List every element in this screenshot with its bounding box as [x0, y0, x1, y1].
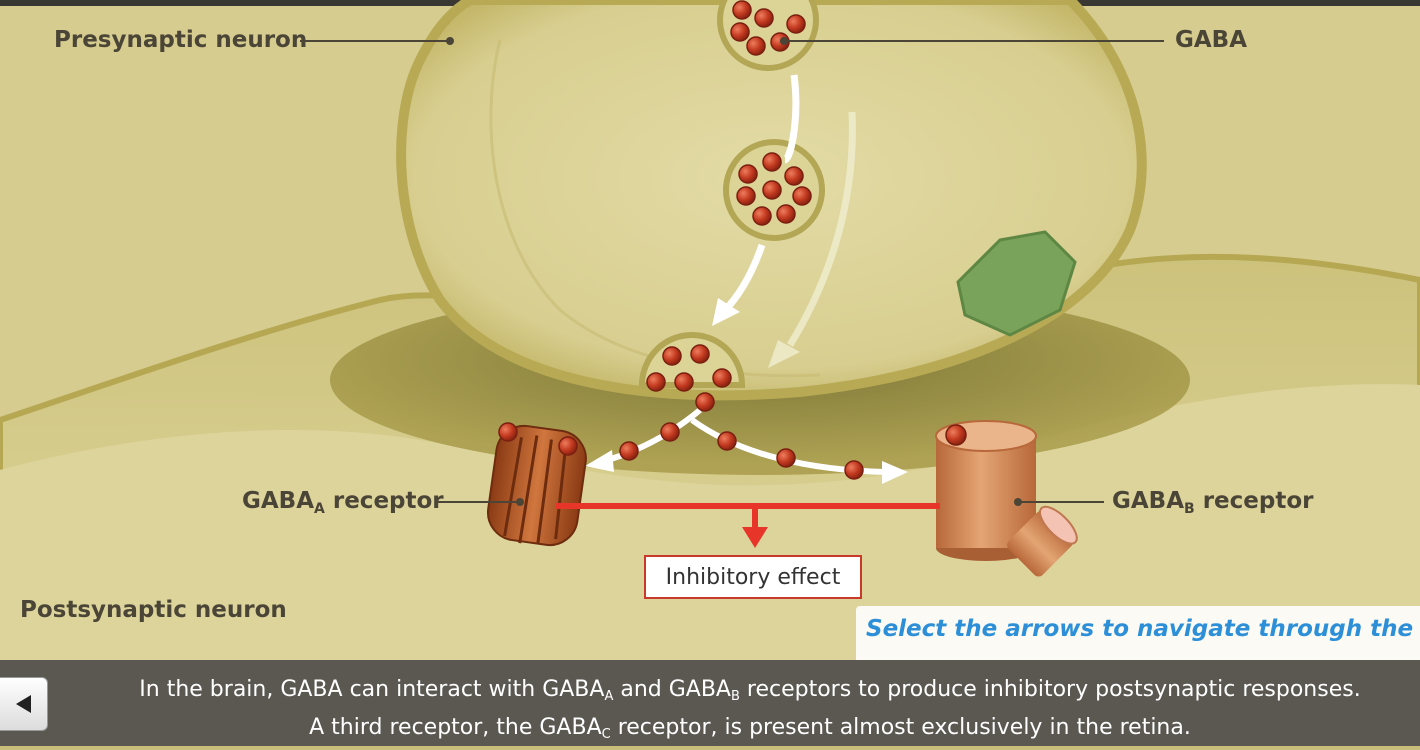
caption-bar: [0, 660, 1420, 746]
slide-caption: In the brain, GABA can interact with GAB…: [60, 674, 1420, 750]
caption-line-1: In the brain, GABA can interact with GAB…: [139, 677, 1361, 704]
synapse-illustration: [0, 0, 1420, 660]
navigation-hint-text: Select the arrows to navigate through th…: [866, 616, 1420, 642]
vesicle-middle: [723, 139, 825, 241]
gabab-receptor: [935, 420, 1078, 577]
membrane-channel: [956, 230, 1077, 337]
inhibitory-arrow: [742, 527, 768, 548]
label-presynaptic-neuron: Presynaptic neuron: [54, 27, 308, 53]
caption-line-2: A third receptor, the GABAC receptor, is…: [309, 715, 1191, 742]
label-gabab-receptor: GABAB receptor: [1112, 488, 1314, 517]
gabaa-receptor: [486, 422, 587, 547]
vesicle-fusing: [638, 332, 746, 392]
label-gaba: GABA: [1175, 27, 1248, 53]
navigation-hint: Select the arrows to navigate through th…: [856, 606, 1420, 660]
label-gabaa-receptor: GABAA receptor: [242, 488, 444, 517]
previous-slide-button[interactable]: [0, 677, 48, 731]
vesicle-top: [717, 0, 819, 71]
inhibitory-effect-box: Inhibitory effect: [644, 555, 862, 599]
label-postsynaptic-neuron: Postsynaptic neuron: [20, 597, 287, 623]
triangle-left-icon: [15, 695, 31, 713]
